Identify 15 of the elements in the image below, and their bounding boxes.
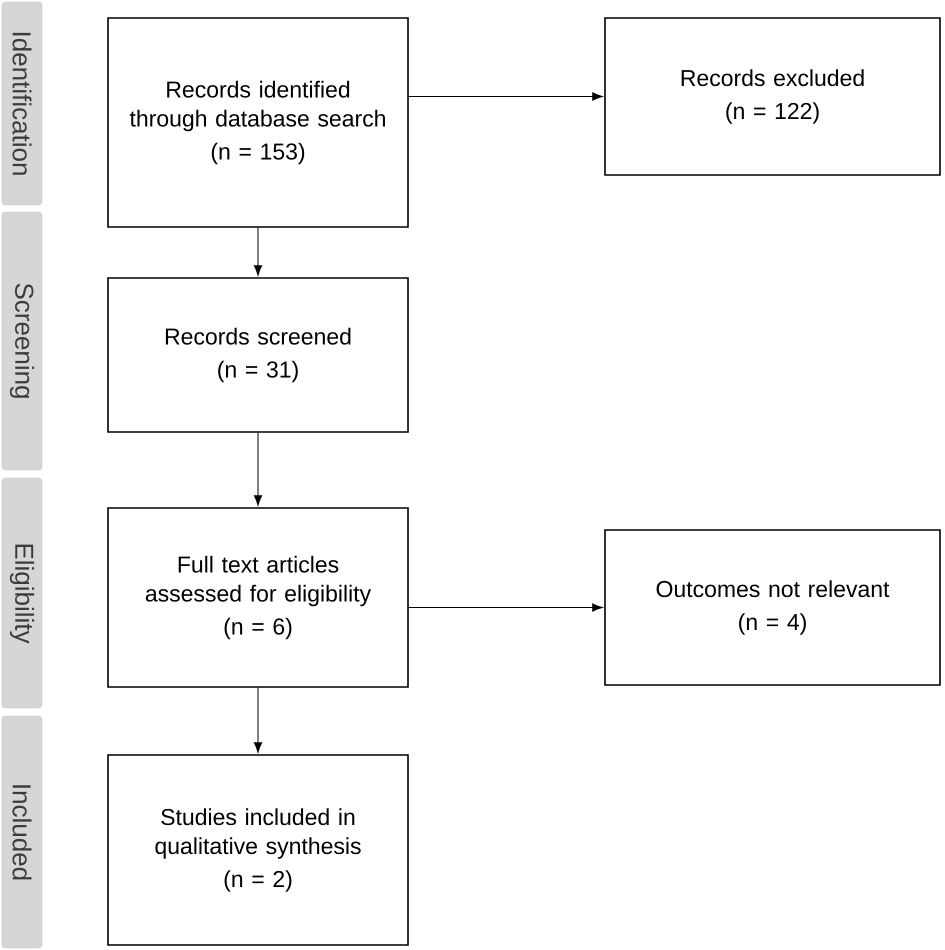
process-box: Records identified through database search (n = 153) (107, 17, 409, 228)
arrow (408, 92, 603, 101)
stage-band: Identification (2, 2, 42, 206)
arrow (254, 687, 262, 753)
process-box: Outcomes not relevant (n = 4) (604, 529, 941, 686)
arrow (408, 603, 603, 612)
stage-band: Screening (2, 212, 42, 470)
process-box: Studies included in qualitative synthesis (n = 2) (107, 754, 409, 946)
stage-band: Eligibility (2, 478, 42, 708)
process-box: Records screened (n = 31) (107, 277, 409, 433)
process-box: Full text articles assessed for eligibility (n = 6) (107, 507, 409, 688)
arrow (254, 432, 262, 506)
process-box: Records excluded (n = 122) (604, 17, 941, 176)
stage-band: Included (2, 716, 42, 948)
arrow (254, 227, 262, 276)
